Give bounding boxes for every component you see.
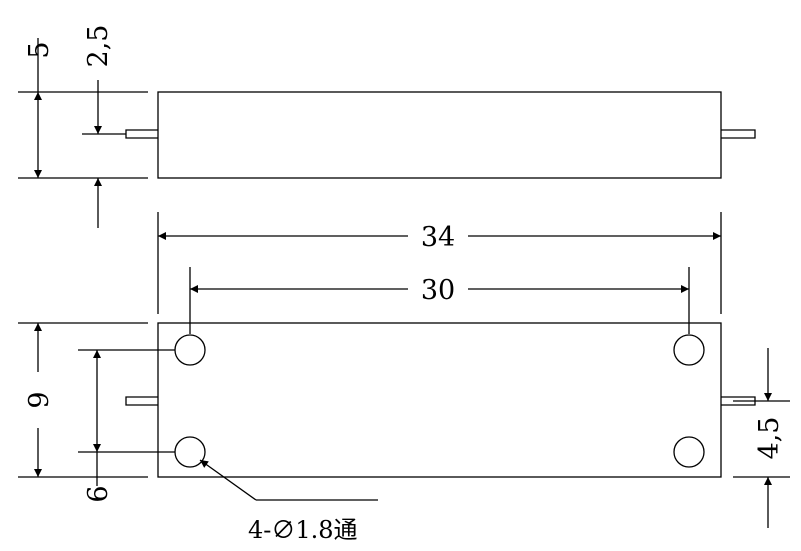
dim-text-top-height: 5 (24, 41, 55, 58)
note-leader (199, 459, 257, 501)
top-view-left-pin (125, 129, 158, 139)
dim-text-bottom-height: 9 (24, 391, 55, 408)
mounting-hole-top-left (174, 334, 206, 366)
mounting-hole-bottom-right (673, 436, 705, 468)
top-view-body (157, 91, 722, 179)
top-view-right-pin (721, 129, 756, 139)
mounting-hole-bottom-left (174, 436, 206, 468)
hole-note: 4-∅1.8通 (248, 516, 358, 544)
dim-text-hole-spacing-x: 30 (421, 275, 455, 306)
dim-text-hole-spacing-y: 6 (83, 485, 114, 502)
mounting-hole-top-right (673, 334, 705, 366)
dim-text-pin-height: 4,5 (754, 417, 785, 460)
dim-text-overall-length: 34 (421, 222, 455, 253)
bottom-view-body (157, 322, 722, 478)
dim-text-pin-offset: 2,5 (83, 25, 114, 68)
bottom-view-left-pin (125, 396, 158, 406)
